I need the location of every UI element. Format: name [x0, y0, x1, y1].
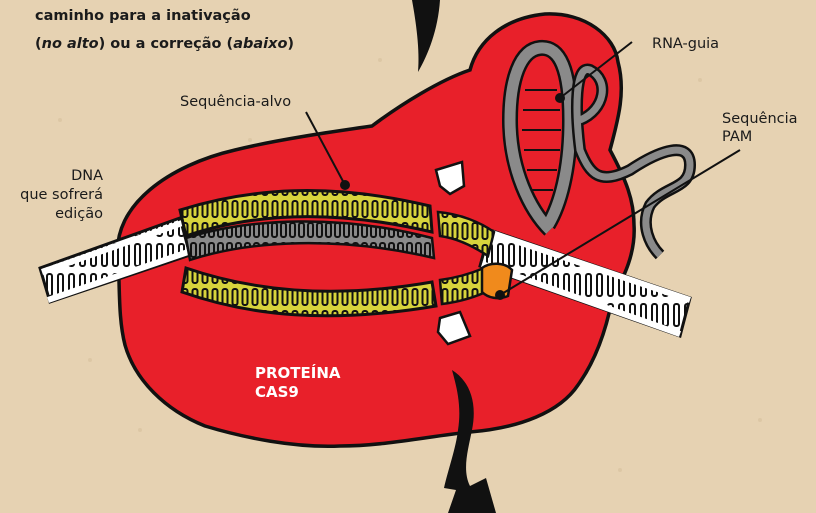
- caption-line-1: caminho para a inativação: [35, 8, 251, 24]
- caption-line-2: (no alto) ou a correção (abaixo): [35, 36, 294, 52]
- pam-dot: [495, 290, 505, 300]
- top-arrow-icon: [412, 0, 440, 72]
- label-dna-line-2: que sofrerá: [20, 187, 103, 203]
- guide-rna-dot: [555, 93, 565, 103]
- target-sequence-dot: [340, 180, 350, 190]
- label-dna-line-1: DNA: [71, 168, 103, 184]
- label-dna-line-3: edição: [55, 206, 103, 222]
- label-cas9-line-1: PROTEÍNA: [255, 363, 341, 382]
- label-pam-line-2: PAM: [722, 129, 752, 145]
- label-guide-rna: RNA-guia: [652, 36, 719, 52]
- label-target-sequence: Sequência-alvo: [180, 94, 291, 110]
- label-pam-line-1: Sequência: [722, 111, 798, 127]
- label-cas9-line-2: CAS9: [255, 383, 299, 401]
